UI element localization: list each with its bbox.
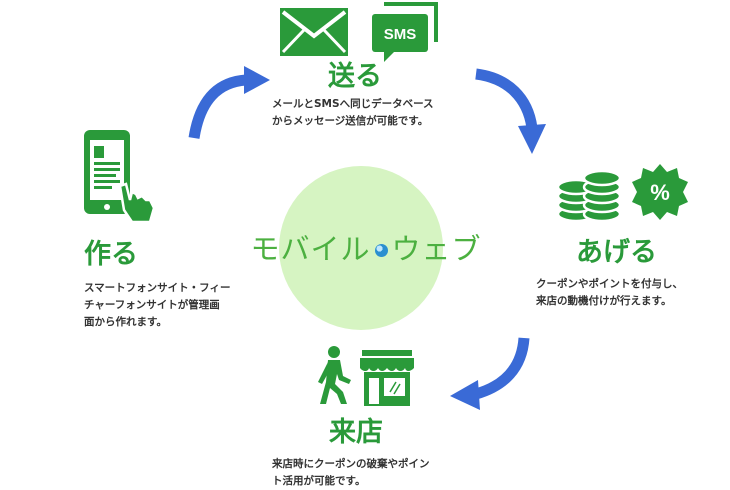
visit-description: 来店時にクーポンの破棄やポイン ト活用が可能です。	[272, 458, 430, 487]
center-circle	[279, 166, 443, 330]
send-description: メールとSMSへ同じデータベース からメッセージ送信が可能です。	[272, 98, 434, 127]
mobile-web-logo: モバイルウェブ	[236, 226, 496, 268]
percent-label: %	[650, 180, 670, 205]
smartphone-touch-icon	[84, 130, 156, 224]
visit-title: 来店	[329, 417, 383, 448]
logo-text-left: モバイル	[250, 232, 371, 266]
globe-icon	[374, 243, 388, 257]
coin-stack-icon	[556, 169, 622, 223]
percent-badge-icon: %	[632, 164, 688, 220]
sms-label: SMS	[384, 26, 417, 43]
sms-icon: SMS	[372, 2, 438, 62]
walking-person-icon	[318, 346, 351, 404]
logo-text-right: ウェブ	[391, 232, 482, 266]
create-description: スマートフォンサイト・フィー チャーフォンサイトが管理画 面から作れます。	[84, 282, 231, 328]
send-title: 送る	[328, 61, 382, 92]
give-title: あげる	[576, 237, 657, 268]
storefront-icon	[360, 350, 414, 406]
create-title: 作る	[84, 239, 138, 270]
envelope-icon	[280, 8, 348, 56]
give-description: クーポンやポイントを付与し、 来店の動機付けが行えます。	[536, 278, 683, 307]
